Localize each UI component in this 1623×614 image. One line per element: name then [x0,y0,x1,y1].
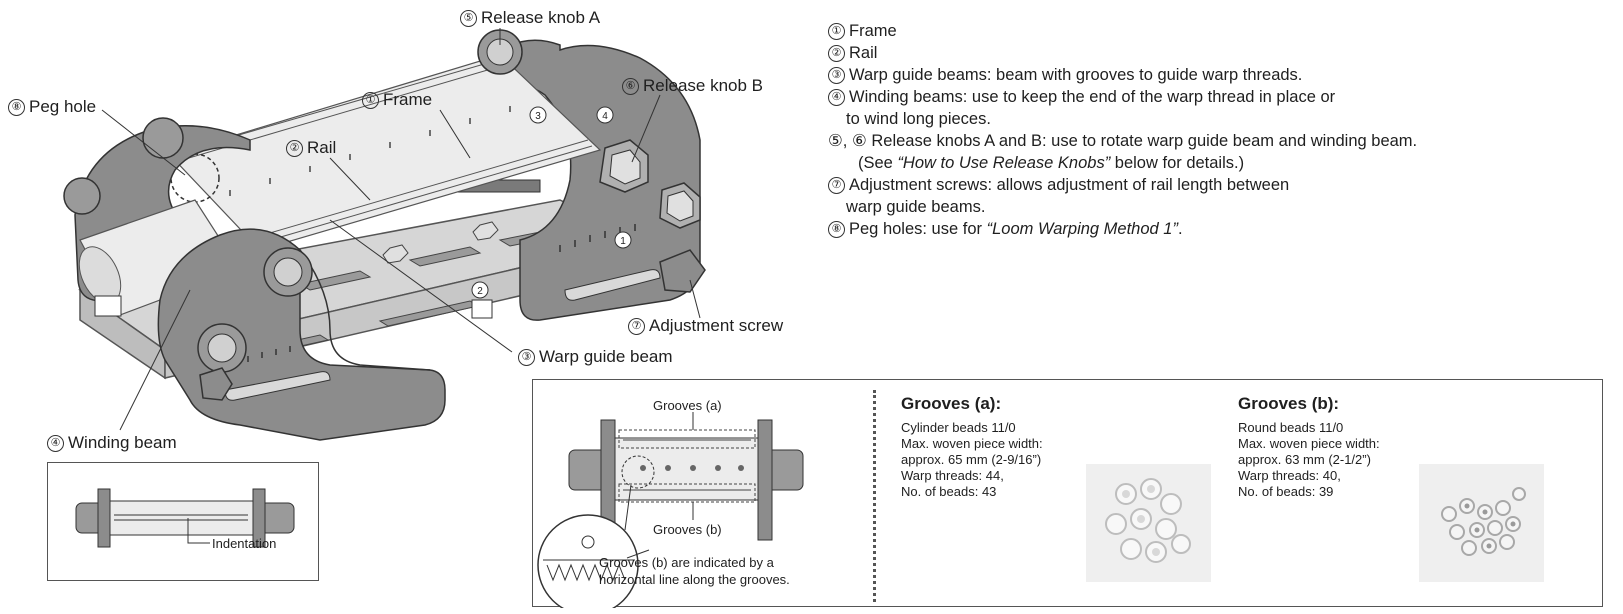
legend-item-5-6-cont: (See “How to Use Release Knobs” below fo… [858,154,1245,172]
grooves-panel: Grooves (a) Grooves (b) Grooves (b) are … [532,379,1603,608]
adjustment-screw-right-shape [659,249,706,293]
illustration-number-text: 3 4 1 2 [477,111,626,297]
warp-guide-beam-body [168,54,602,251]
svg-text:1: 1 [620,236,626,247]
grooves-caption-line2: horizontal line along the grooves. [599,572,790,587]
cylinder-beads-drawing [1105,478,1191,563]
round-beads-drawing [1441,487,1526,556]
grooves-a-text: Cylinder beads 11/0 Max. woven piece wid… [901,420,1043,499]
release-knob-b-shape [599,139,649,193]
frame-right-slot [564,269,661,301]
label-indentation: Indentation [212,536,277,551]
front-knob-bottom-shape [197,323,247,373]
adjustment-screw-left-shape [199,367,233,401]
right-lower-knob-shape [659,182,701,229]
cylinder-beads-photo [1086,464,1211,582]
rail-box-mid [471,299,493,319]
front-knob-top-shape [263,247,313,297]
frame-ticks [247,224,636,362]
winding-beam-inset: Indentation [47,462,319,581]
grooves-a-title: Grooves (a): [901,394,1002,413]
warp-guide-beam-grooves [179,57,593,247]
leader-lines [101,28,701,431]
frame-front-slot [224,371,331,401]
legend-item-7-cont: warp guide beams. [846,198,986,216]
svg-text:3: 3 [535,111,541,122]
grooves-b-title: Grooves (b): [1238,394,1340,413]
rail-hex-nut [472,221,499,241]
left-knob-back-shape [63,177,101,215]
legend-item-5-6: ⑤, ⑥ Release knobs A and B: use to rotat… [828,132,1418,150]
rail-hex-nut-2 [382,244,409,264]
warp-guide-beam-ticks [229,106,511,196]
svg-text:2: 2 [477,286,483,297]
loom-illustration: 3 4 1 2 [63,28,706,441]
legend-item-4-cont: to wind long pieces. [846,110,991,128]
grooves-diagram [537,412,804,608]
round-beads-photo [1419,464,1544,582]
grooves-b-text: Round beads 11/0 Max. woven piece width:… [1238,420,1380,499]
winding-beam-inset-drawing [75,488,295,548]
rail-box-left [94,295,122,317]
label-grooves-b: Grooves (b) [653,522,722,537]
frame-front-inner [299,249,431,371]
release-knob-a-shape [477,29,523,75]
grooves-caption-line1: Grooves (b) are indicated by a [599,555,774,570]
illustration-number-markers [471,106,632,299]
panel-divider [873,390,876,602]
svg-text:4: 4 [602,111,608,122]
left-knob-top-shape [142,117,184,159]
label-grooves-a: Grooves (a) [653,398,722,413]
